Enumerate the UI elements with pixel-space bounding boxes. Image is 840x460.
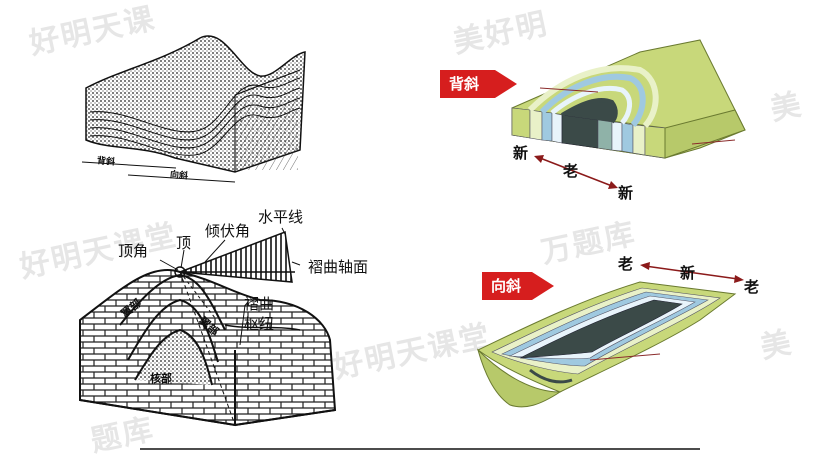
core-label: 核部 [150,372,172,385]
apex-label: 顶 [176,234,192,252]
anticline-old: 老 [563,162,579,180]
syncline-new: 新 [680,264,696,282]
syncline-block-drawing [477,262,744,408]
anticline-block-drawing [511,39,746,189]
syncline-old-left: 老 [618,255,634,273]
horizontal-line-label: 水平线 [258,208,304,226]
syncline-tag: 向斜 [482,272,554,300]
axial-plane-label: 褶曲轴面 [308,258,369,276]
anticline-new-left: 新 [513,144,529,162]
syncline-small-label: 向斜 [169,170,189,182]
syncline-old-right: 老 [744,278,760,296]
anticline-tag: 背斜 [440,70,517,98]
plunge-angle-label: 倾伏角 [205,222,251,240]
hinge-line-label: 褶曲 枢纽 [244,295,275,333]
apex-angle-label: 顶角 [118,242,149,260]
fold-elements-drawing [79,227,337,427]
anticline-small-label: 背斜 [96,156,116,168]
strata-block-drawing [81,35,306,183]
anticline-new-right: 新 [618,184,634,202]
